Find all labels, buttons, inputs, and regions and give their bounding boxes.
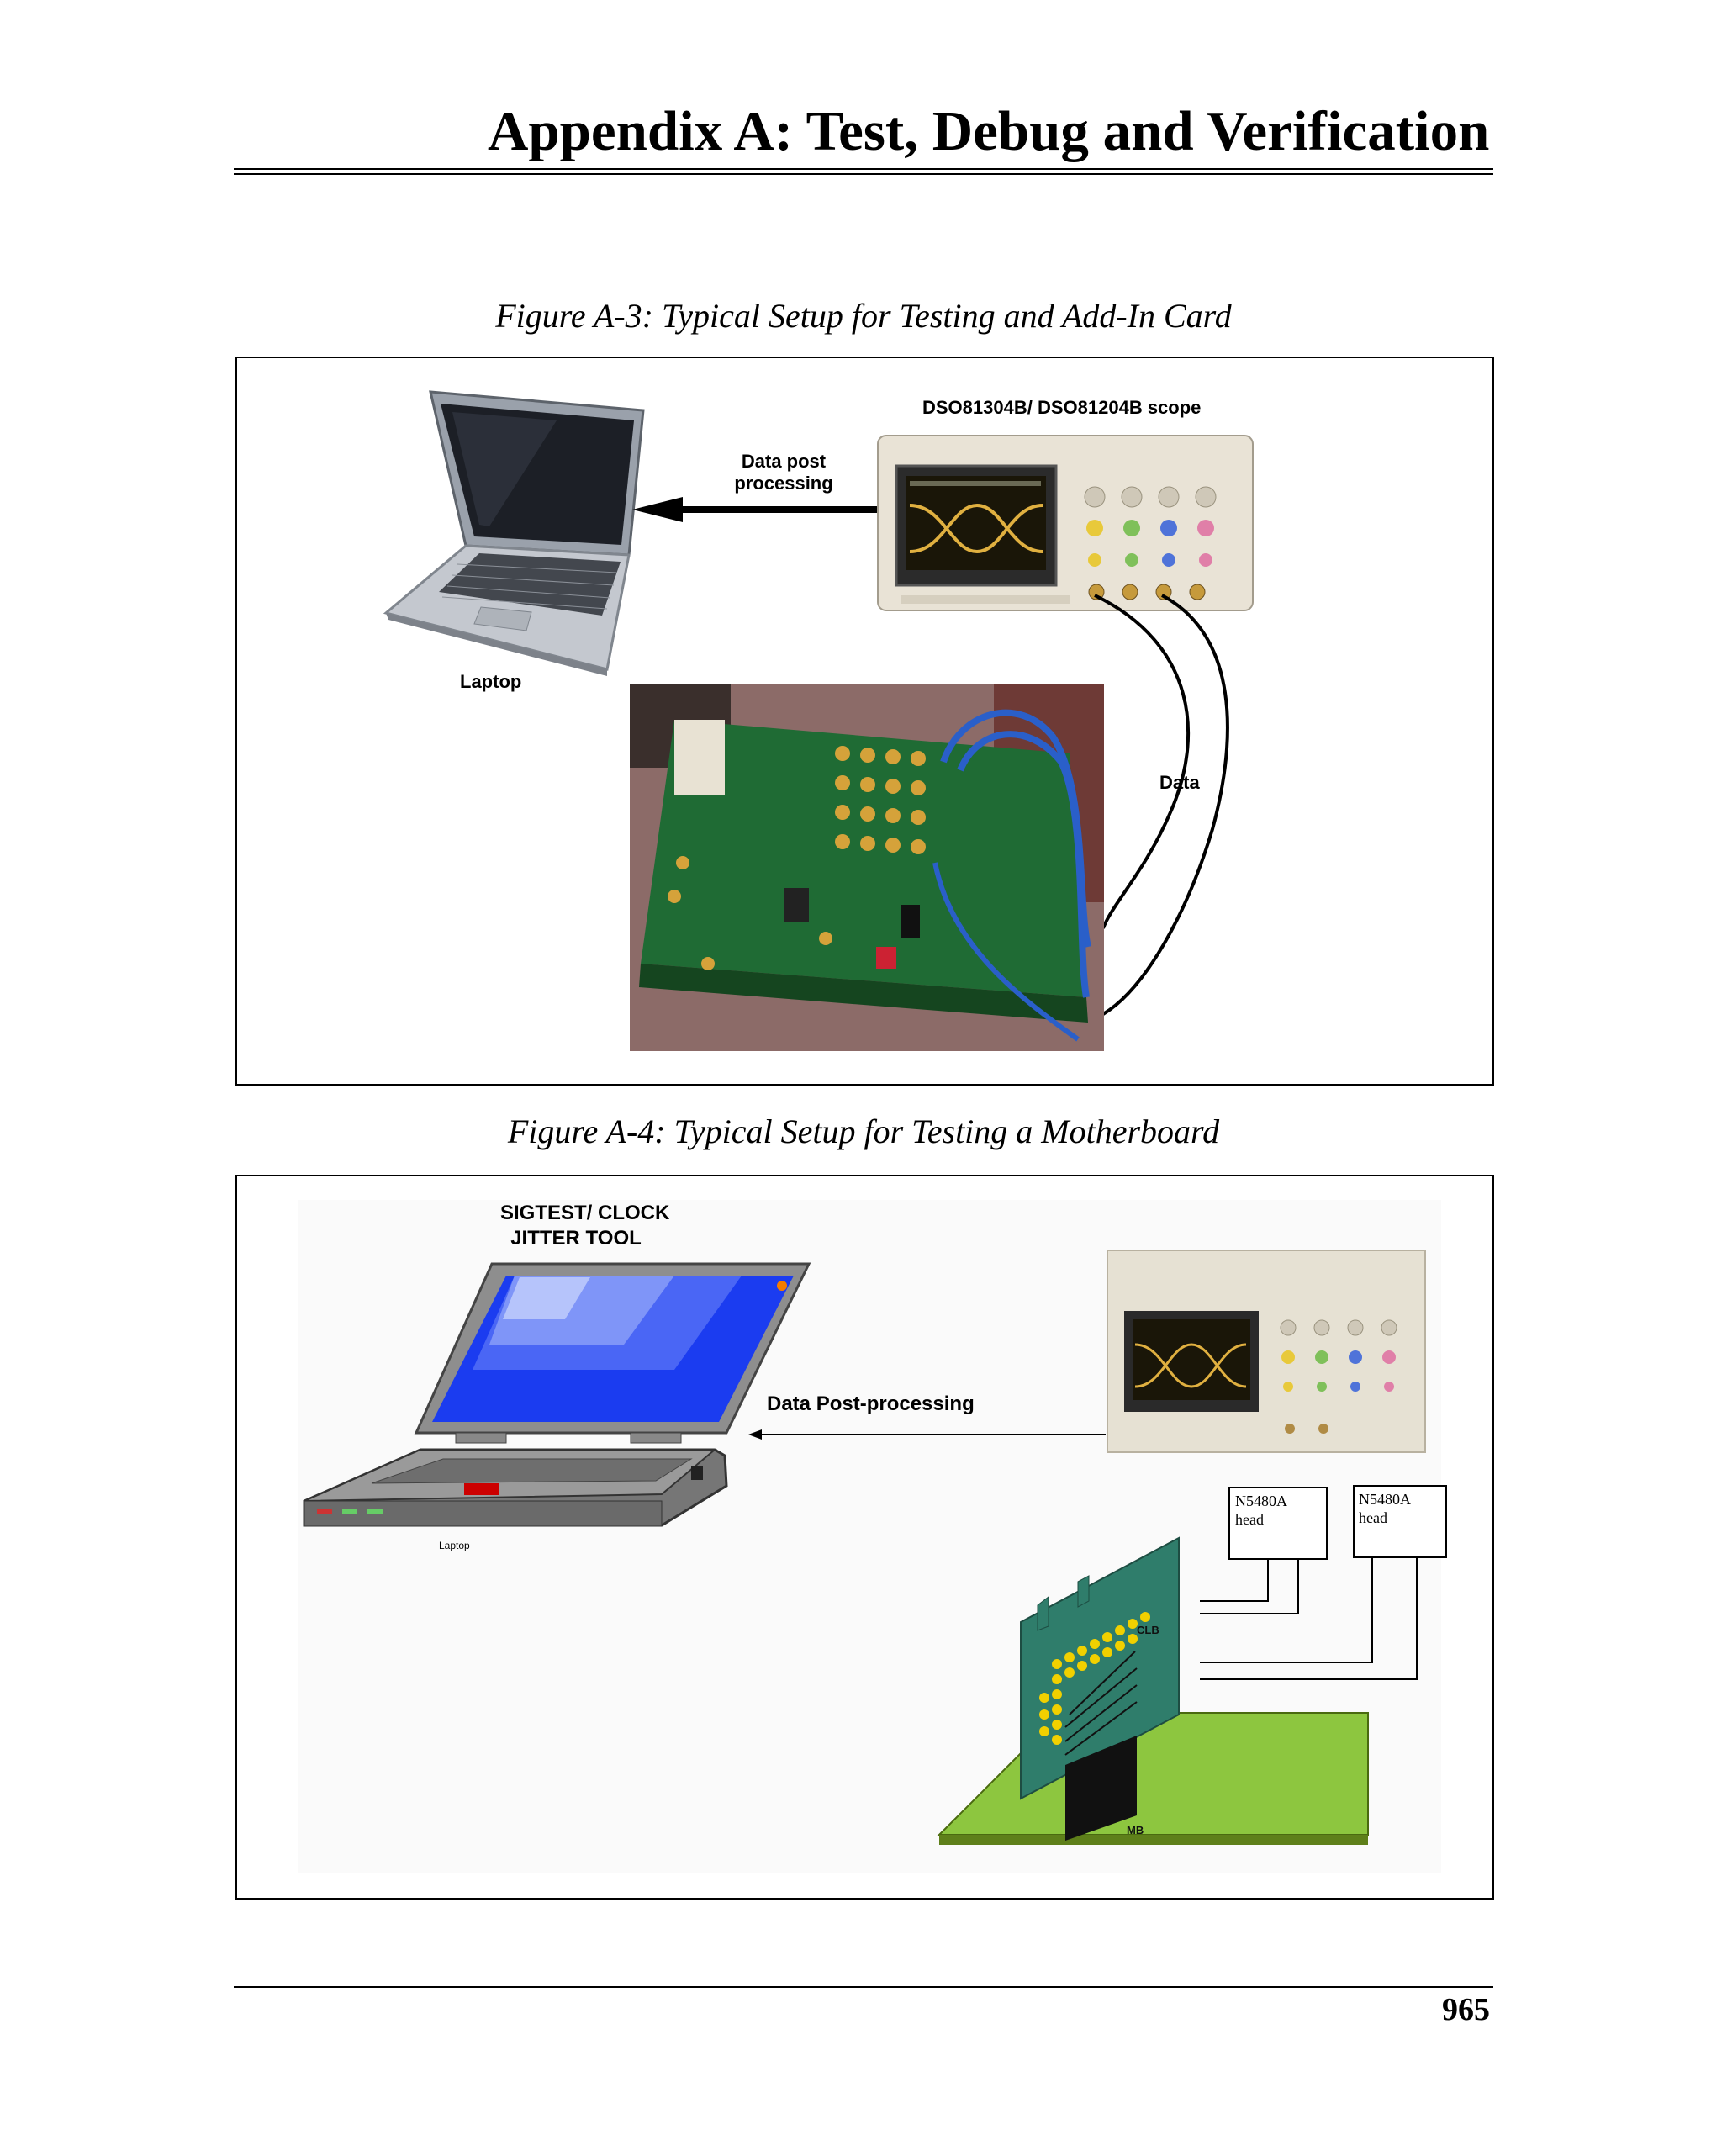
head2-label-line2: head	[1359, 1509, 1387, 1526]
head2-label-line1: N5480A	[1359, 1491, 1411, 1508]
figure-a3-diagram	[383, 390, 1254, 1051]
head-connection-lines	[1200, 1557, 1418, 1680]
clb-label: CLB	[1137, 1624, 1159, 1636]
page-number: 965	[1442, 1992, 1490, 2027]
header-rule-top	[234, 168, 1493, 170]
add-in-card-photo	[630, 684, 1104, 1051]
scope-photo	[1107, 1250, 1426, 1453]
head-box-1	[1228, 1487, 1328, 1560]
data-cables	[1094, 594, 1229, 1016]
motherboard-clb-illustration	[937, 1536, 1369, 1845]
cable-label: Data	[1159, 772, 1200, 793]
laptop-label: Laptop	[460, 671, 522, 692]
footer-rule	[234, 1986, 1493, 1988]
mb-label: MB	[1127, 1824, 1144, 1836]
laptop-illustration	[383, 390, 645, 676]
data-post-processing-arrow	[632, 497, 880, 522]
laptop-label: Laptop	[439, 1540, 470, 1551]
figure-a4-diagram	[298, 1200, 1447, 1873]
head-box-2	[1353, 1485, 1447, 1558]
figure-a3-caption: Figure A-3: Typical Setup for Testing an…	[495, 297, 1232, 335]
head1-label-line1: N5480A	[1235, 1493, 1287, 1509]
scope-label: DSO81304B/ DSO81204B scope	[922, 397, 1202, 418]
figure-a3-frame: DSO81304B/ DSO81204B scope Data post pro…	[235, 357, 1494, 1086]
tool-label-line2: JITTER TOOL	[510, 1227, 642, 1250]
laptop-cartoon	[303, 1262, 811, 1527]
data-post-processing-arrow	[748, 1429, 1106, 1440]
tool-label-line1: SIGTEST/ CLOCK	[500, 1202, 670, 1224]
figure-a4-caption: Figure A-4: Typical Setup for Testing a …	[507, 1112, 1220, 1150]
arrow-label: Data Post-processing	[767, 1392, 975, 1415]
figure-a4-frame: SIGTEST/ CLOCK JITTER TOOL Data Post-pro…	[235, 1175, 1494, 1900]
arrow-label-line1: Data post	[741, 451, 827, 472]
arrow-label-line2: processing	[734, 473, 833, 494]
header-rule-bottom	[234, 173, 1493, 175]
chapter-title: Appendix A: Test, Debug and Verification	[488, 100, 1490, 162]
scope-illustration	[877, 435, 1254, 611]
head1-label-line2: head	[1235, 1511, 1264, 1528]
